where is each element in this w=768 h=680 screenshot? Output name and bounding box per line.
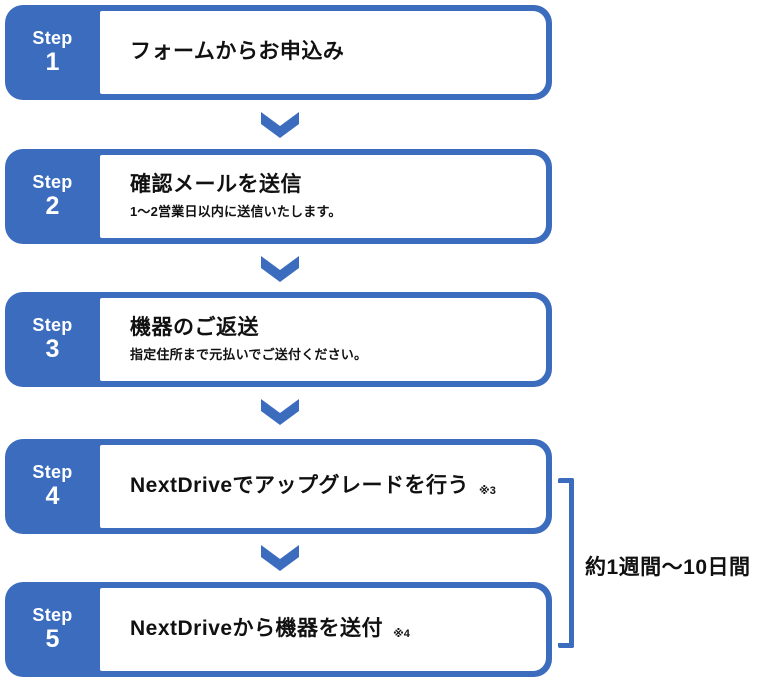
step-word: Step — [32, 605, 73, 626]
step-word: Step — [32, 462, 73, 483]
chevron-down-icon — [261, 112, 299, 138]
step-subtitle: 指定住所まで元払いでご送付ください。 — [130, 347, 368, 363]
step-number: 1 — [45, 48, 60, 77]
chevron-down-icon — [261, 545, 299, 571]
step-title: NextDriveから機器を送付 — [130, 617, 384, 641]
step-title: NextDriveでアップグレードを行う — [130, 474, 470, 498]
step-word: Step — [32, 315, 73, 336]
step-subtitle: 1〜2営業日以内に送信いたします。 — [130, 204, 342, 220]
step-word: Step — [32, 172, 73, 193]
step-3-content: 機器のご返送 指定住所まで元払いでご送付ください。 — [100, 298, 546, 381]
step-number: 3 — [45, 335, 60, 364]
step-footnote-ref: ※4 — [393, 627, 410, 640]
step-1-content: フォームからお申込み — [100, 11, 546, 94]
step-title: 確認メールを送信 — [130, 172, 302, 196]
step-word: Step — [32, 28, 73, 49]
step-title: 機器のご返送 — [130, 315, 259, 339]
step-5-content: NextDriveから機器を送付 ※4 — [100, 588, 546, 671]
chevron-down-icon — [261, 256, 299, 282]
step-4-content: NextDriveでアップグレードを行う ※3 — [100, 445, 546, 528]
step-title: フォームからお申込み — [130, 40, 345, 64]
duration-label: 約1週間〜10日間 — [585, 556, 751, 579]
step-footnote-ref: ※3 — [479, 484, 496, 497]
step-number: 5 — [45, 625, 60, 654]
step-number: 2 — [45, 192, 60, 221]
duration-bracket — [558, 478, 574, 648]
step-number: 4 — [45, 482, 60, 511]
chevron-down-icon — [261, 399, 299, 425]
step-2-content: 確認メールを送信 1〜2営業日以内に送信いたします。 — [100, 155, 546, 238]
